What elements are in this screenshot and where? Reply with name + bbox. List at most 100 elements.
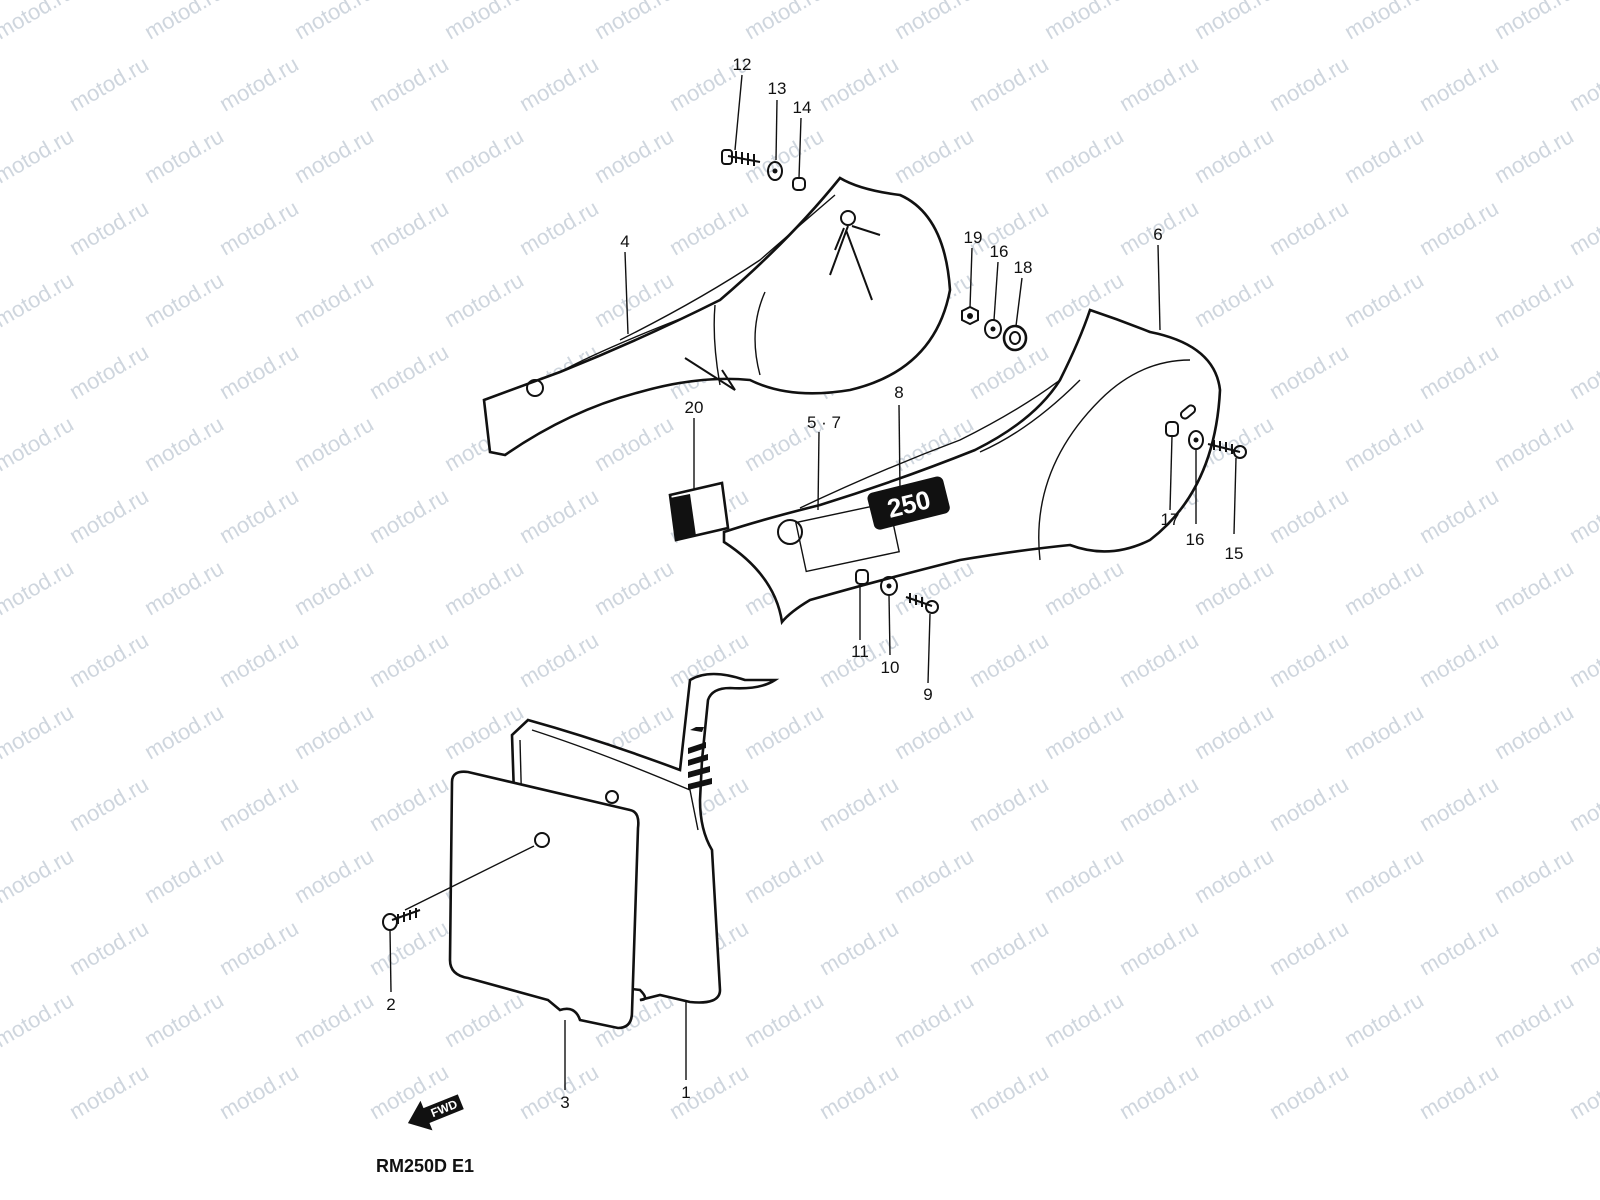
watermark-text: motod.ru — [1340, 555, 1428, 620]
watermark-text: motod.ru — [0, 555, 78, 620]
callout-19: 19 — [964, 228, 983, 247]
watermark-text: motod.ru — [65, 195, 153, 260]
watermark-text: motod.ru — [290, 0, 378, 44]
watermark-text: motod.ru — [965, 771, 1053, 836]
watermark-text: motod.ru — [590, 123, 678, 188]
watermark-text: motod.ru — [815, 51, 903, 116]
watermark-text: motod.ru — [1415, 771, 1503, 836]
watermark-text: motod.ru — [215, 483, 303, 548]
watermark-text: motod.ru — [1190, 699, 1278, 764]
watermark-text: motod.ru — [65, 483, 153, 548]
watermark-text: motod.ru — [0, 0, 78, 44]
watermark-text: motod.ru — [1265, 51, 1353, 116]
watermark-text: motod.ru — [515, 195, 603, 260]
watermark-text: motod.ru — [1265, 915, 1353, 980]
watermark-text: motod.ru — [1565, 195, 1600, 260]
watermark-text: motod.ru — [215, 195, 303, 260]
callout-13: 13 — [768, 79, 787, 98]
callout-2: 2 — [386, 995, 395, 1014]
watermark-text: motod.ru — [365, 915, 453, 980]
watermark-text: motod.ru — [1490, 267, 1578, 332]
watermark-text: motod.ru — [0, 987, 78, 1052]
fasteners — [382, 149, 1247, 931]
diagram-caption: RM250D E1 — [376, 1156, 474, 1176]
callout-14: 14 — [793, 98, 812, 117]
watermark-text: motod.ru — [0, 771, 3, 836]
watermark-text: motod.ru — [1265, 627, 1353, 692]
watermark-text: motod.ru — [1040, 843, 1128, 908]
watermark-text: motod.ru — [1190, 843, 1278, 908]
watermark-text: motod.ru — [1040, 699, 1128, 764]
watermark-text: motod.ru — [215, 771, 303, 836]
watermark-text: motod.ru — [1415, 483, 1503, 548]
watermark-text: motod.ru — [215, 51, 303, 116]
watermark-text: motod.ru — [1265, 1059, 1353, 1124]
watermark-text: motod.ru — [1115, 915, 1203, 980]
left-side-cover — [482, 176, 952, 457]
watermark-text: motod.ru — [0, 195, 3, 260]
watermark-text: motod.ru — [0, 123, 78, 188]
watermark-text: motod.ru — [0, 699, 78, 764]
watermark-text: motod.ru — [1040, 0, 1128, 44]
watermark-text: motod.ru — [0, 483, 3, 548]
watermark-text: motod.ru — [1565, 627, 1600, 692]
watermark-text: motod.ru — [1490, 699, 1578, 764]
watermark-text: motod.ru — [0, 411, 78, 476]
watermark-text: motod.ru — [0, 915, 3, 980]
callout-3: 3 — [560, 1093, 569, 1112]
watermark-text: motod.ru — [290, 987, 378, 1052]
watermark-text: motod.ru — [1490, 987, 1578, 1052]
watermark-text: motod.ru — [590, 0, 678, 44]
watermark-text: motod.ru — [890, 123, 978, 188]
watermark-text: motod.ru — [815, 915, 903, 980]
watermark-text: motod.ru — [0, 627, 3, 692]
watermark-text: motod.ru — [1040, 123, 1128, 188]
watermark-text: motod.ru — [365, 771, 453, 836]
callout-4: 4 — [620, 232, 629, 251]
watermark-text: motod.ru — [965, 627, 1053, 692]
callout-1: 1 — [681, 1083, 690, 1102]
watermark-text: motod.ru — [365, 195, 453, 260]
watermark-text: motod.ru — [140, 0, 228, 44]
watermark-text: motod.ru — [1415, 627, 1503, 692]
watermark-text: motod.ru — [1265, 339, 1353, 404]
watermark-text: motod.ru — [1190, 267, 1278, 332]
watermark-text: motod.ru — [215, 915, 303, 980]
watermark-text: motod.ru — [515, 51, 603, 116]
watermark-text: motod.ru — [1340, 267, 1428, 332]
callout-5-7: 5 · 7 — [807, 413, 841, 432]
watermark-text: motod.ru — [1340, 123, 1428, 188]
watermark-text: motod.ru — [290, 411, 378, 476]
watermark-text: motod.ru — [290, 843, 378, 908]
watermark-text: motod.ru — [590, 267, 678, 332]
watermark-text: motod.ru — [1190, 987, 1278, 1052]
watermark-text: motod.ru — [1415, 339, 1503, 404]
watermark-text: motod.ru — [1565, 51, 1600, 116]
watermark-text: motod.ru — [1490, 843, 1578, 908]
watermark-text: motod.ru — [515, 483, 603, 548]
watermark-text: motod.ru — [65, 339, 153, 404]
watermark-text: motod.ru — [365, 339, 453, 404]
watermark-text: motod.ru — [1115, 627, 1203, 692]
watermark-text: motod.ru — [0, 267, 78, 332]
watermark-text: motod.ru — [65, 627, 153, 692]
watermark-text: motod.ru — [1190, 555, 1278, 620]
watermark-text: motod.ru — [740, 0, 828, 44]
right-side-cover: 250 — [722, 308, 1222, 626]
watermark-text: motod.ru — [1565, 339, 1600, 404]
watermark-text: motod.ru — [1490, 411, 1578, 476]
watermark-text: motod.ru — [215, 627, 303, 692]
callout-12: 12 — [733, 55, 752, 74]
watermark-text: motod.ru — [215, 1059, 303, 1124]
watermark-text: motod.ru — [1040, 987, 1128, 1052]
watermark-text: motod.ru — [665, 195, 753, 260]
watermark-text: motod.ru — [890, 843, 978, 908]
watermark-text: motod.ru — [1415, 1059, 1503, 1124]
watermark-text: motod.ru — [590, 411, 678, 476]
watermark-text: motod.ru — [965, 51, 1053, 116]
watermark-text: motod.ru — [815, 1059, 903, 1124]
watermark-text: motod.ru — [290, 267, 378, 332]
watermark-text: motod.ru — [815, 771, 903, 836]
watermark-text: motod.ru — [140, 267, 228, 332]
